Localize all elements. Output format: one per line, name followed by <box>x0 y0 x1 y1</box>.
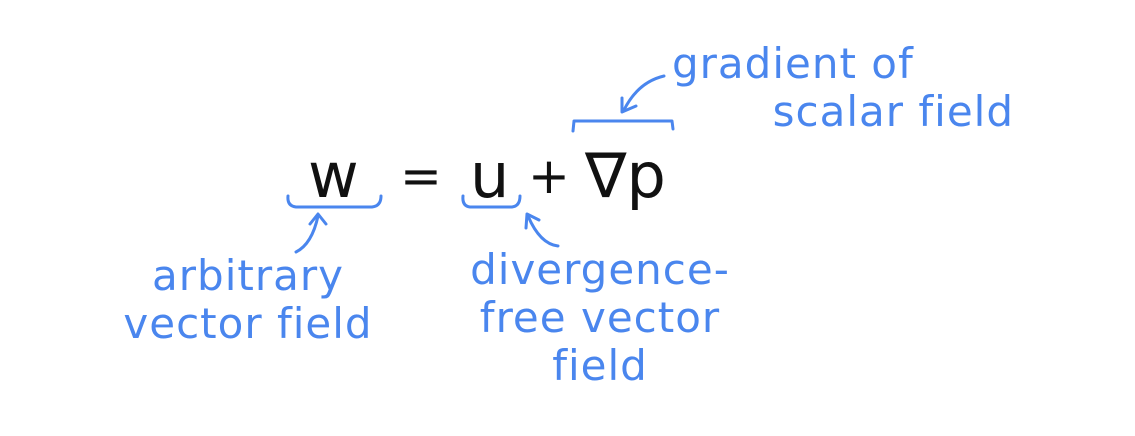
annotation-line: field <box>552 341 648 390</box>
arrowhead-u <box>524 212 541 230</box>
equation-term-grad-p: ∇p <box>585 139 666 212</box>
annotation-divergence-free: divergence- free vector field <box>470 246 730 390</box>
annotation-gradient-of-scalar-field: gradient of scalar field <box>668 40 1014 136</box>
arrowhead-grad <box>620 96 638 114</box>
arrow-to-u-brace <box>526 214 560 248</box>
annotation-line: free vector <box>479 293 721 342</box>
annotation-line: vector field <box>123 299 373 348</box>
annotation-arbitrary-vector-field: arbitrary vector field <box>108 252 388 348</box>
brace-under-u <box>461 194 522 209</box>
annotation-line: gradient of <box>672 39 914 88</box>
annotation-line: arbitrary <box>152 251 344 300</box>
arrow-to-w-brace <box>294 214 320 254</box>
equation-plus-sign: + <box>528 147 570 205</box>
annotation-line: divergence- <box>470 245 730 294</box>
brace-over-grad-p <box>571 119 675 133</box>
arrowhead-w <box>308 212 328 226</box>
equation-lhs-w: w <box>308 139 359 212</box>
arrow-to-grad-brace <box>622 74 666 112</box>
brace-under-w <box>286 194 383 209</box>
equation-term-u: u <box>470 139 510 212</box>
equation-equals-sign: = <box>400 147 442 205</box>
annotation-line: scalar field <box>772 87 1014 136</box>
